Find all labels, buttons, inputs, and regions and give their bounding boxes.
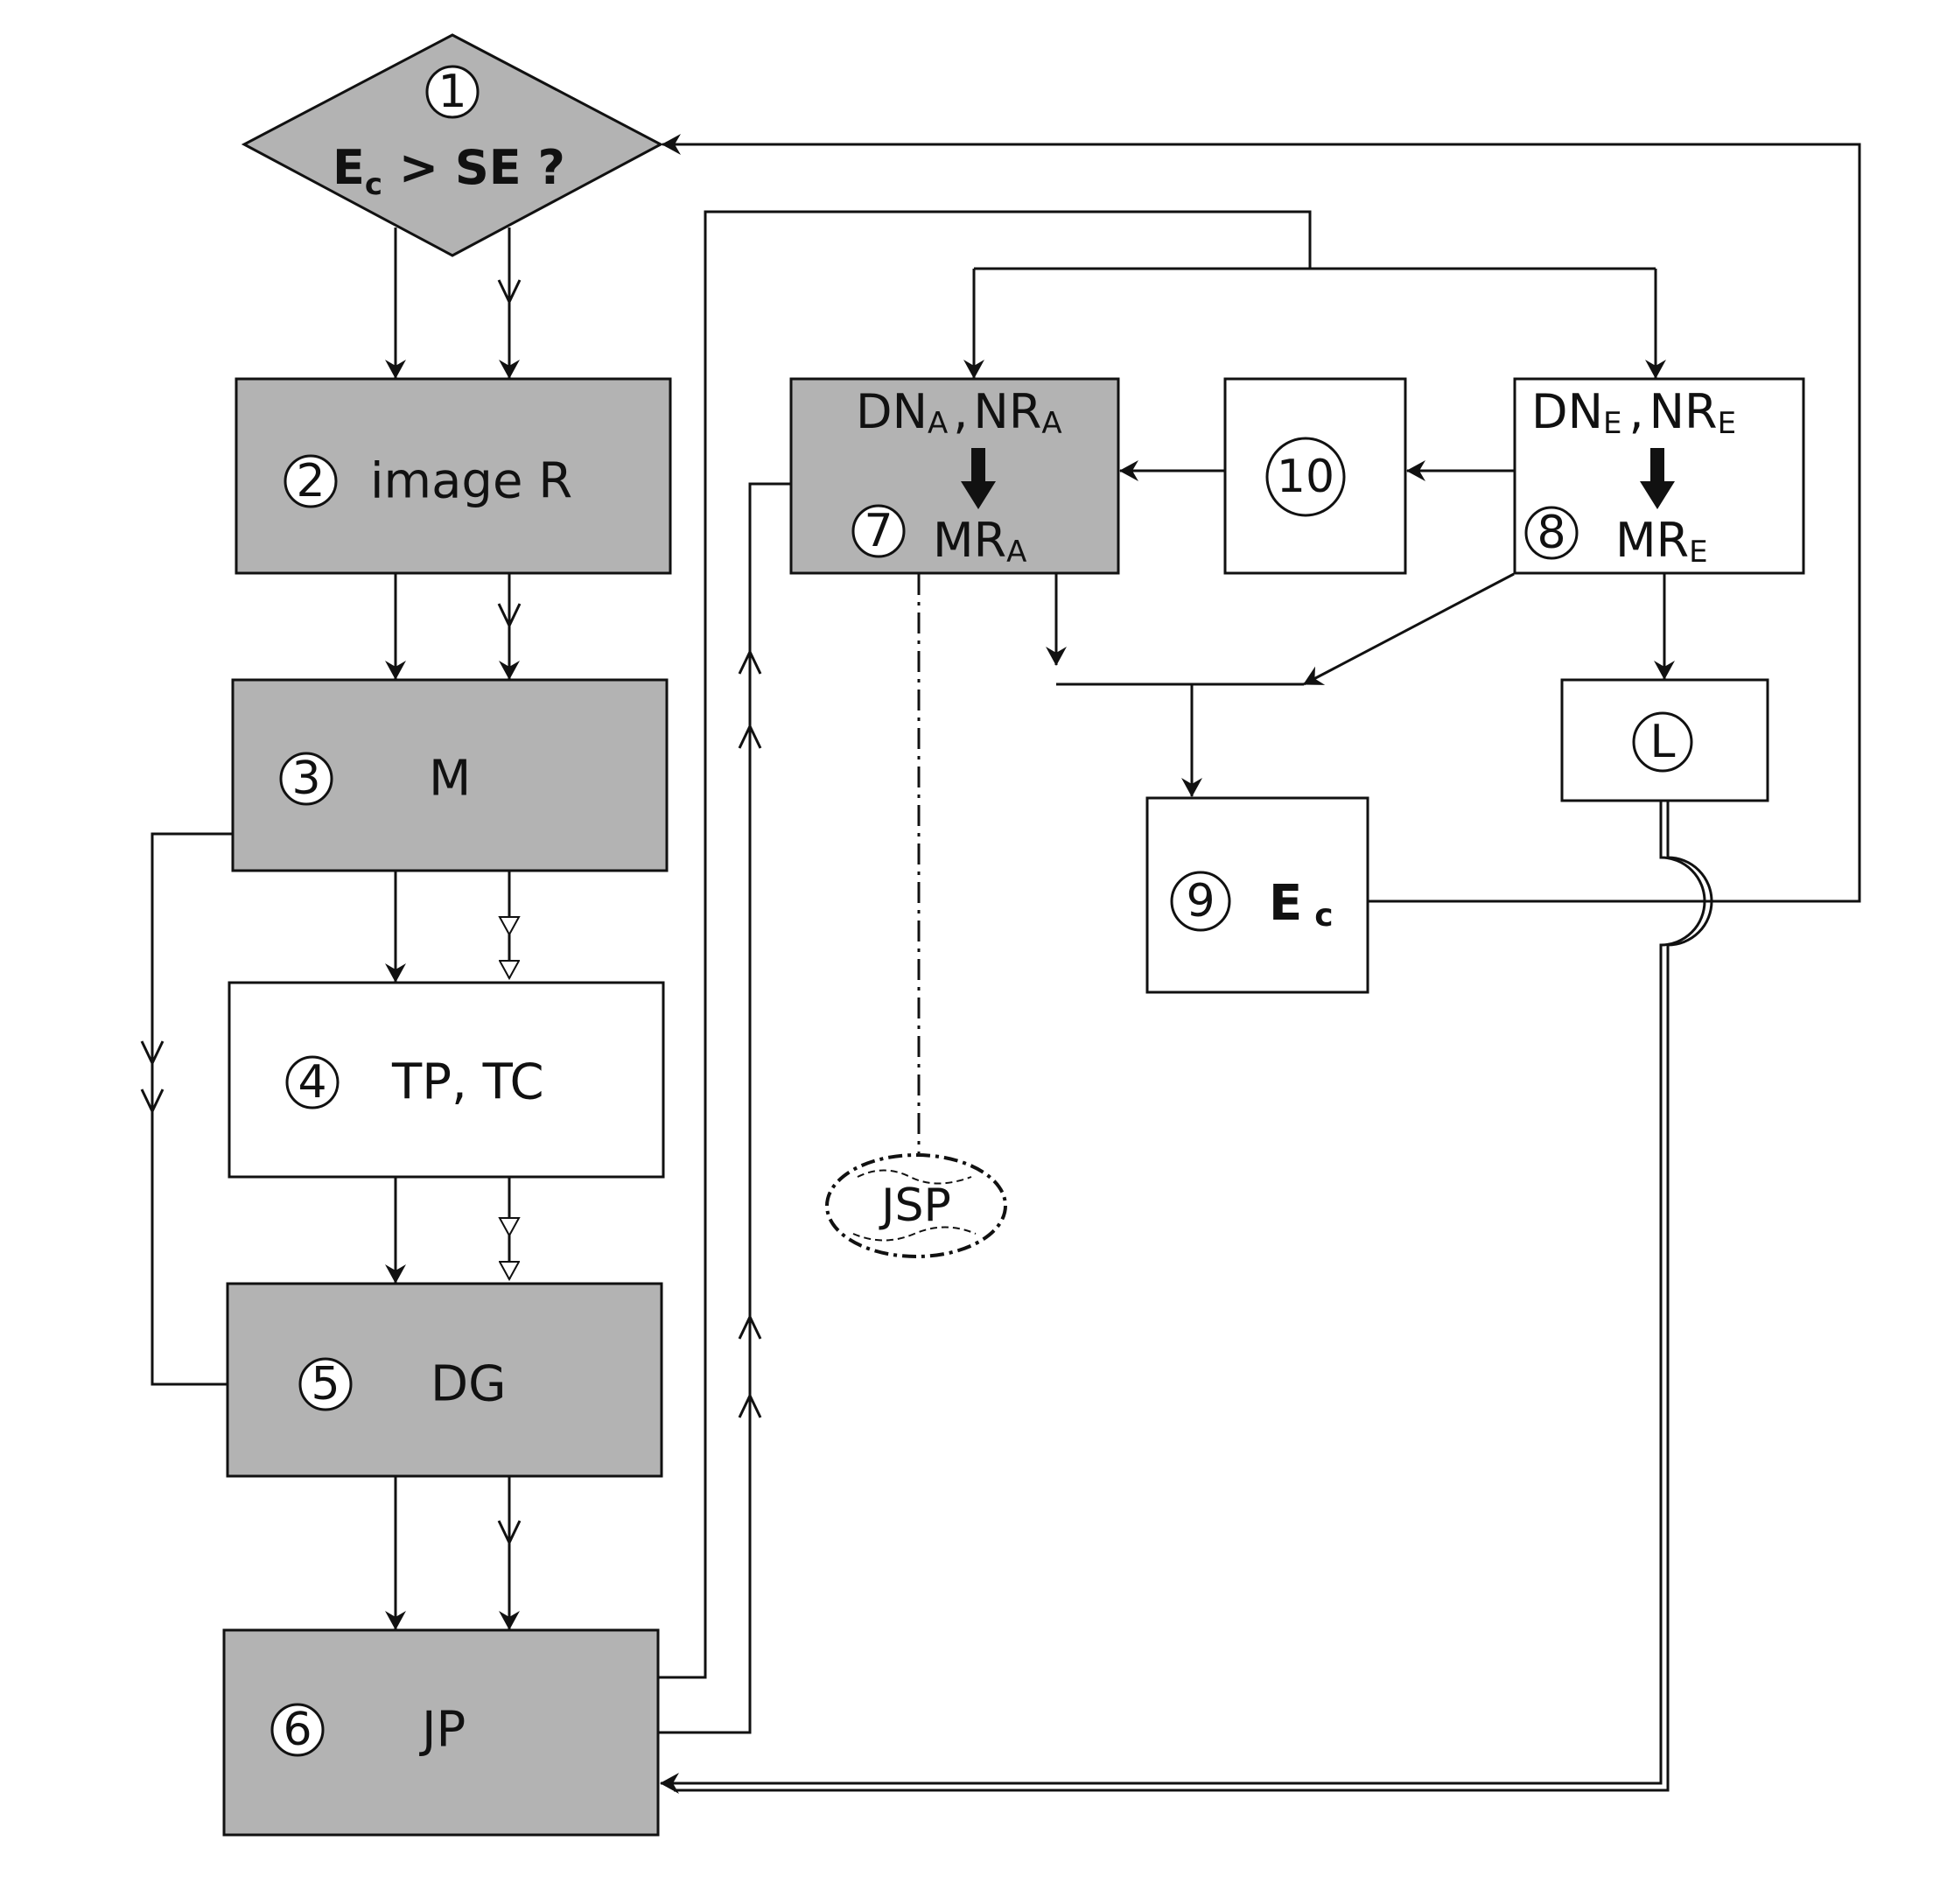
node-9-number: 9 — [1186, 875, 1215, 928]
process-node-8: DNE,NRE 8 MRE — [1515, 379, 1803, 573]
process-node-3: 3 M — [233, 680, 667, 871]
node-7-number: 7 — [864, 505, 893, 557]
connector-3-4-b-mid — [500, 917, 519, 934]
process-node-10: 10 — [1225, 379, 1405, 573]
node-2-number: 2 — [296, 455, 325, 508]
node-4-number: 4 — [298, 1056, 326, 1109]
process-node-L: L — [1562, 680, 1768, 801]
connector-3-5-bypass — [152, 834, 233, 1384]
node-8-number: 8 — [1537, 507, 1565, 559]
node-10-number: 10 — [1277, 451, 1334, 503]
process-node-2: 2 image R — [236, 379, 670, 573]
process-node-5: 5 DG — [228, 1284, 662, 1476]
connector-8-join — [1304, 574, 1514, 684]
connector-4-5-b-mid — [500, 1218, 519, 1236]
node-3-number: 3 — [291, 752, 320, 805]
process-node-9: 9 Ec — [1147, 798, 1368, 992]
process-node-6: 6 JP — [224, 1630, 658, 1835]
node-6-number: 6 — [283, 1704, 312, 1756]
node-6-label: JP — [419, 1702, 466, 1759]
node-3-label: M — [429, 751, 471, 808]
connector-6-7 — [659, 484, 791, 1732]
node-4-label: TP, TC — [391, 1054, 544, 1111]
node-5-label: DG — [431, 1356, 507, 1413]
node-7-dn-nr-label: DNA,NRA — [856, 384, 1062, 442]
node-1-number: 1 — [438, 66, 466, 118]
process-node-7: DNA,NRA 7 MRA — [791, 379, 1118, 573]
process-node-4: 4 TP, TC — [229, 983, 663, 1177]
node-5-number: 5 — [311, 1358, 340, 1410]
jsp-label: JSP — [879, 1180, 951, 1232]
node-2-label: image R — [370, 453, 572, 510]
decision-node-1: 1 Ec > SE ? — [244, 35, 661, 256]
node-L-label: L — [1650, 716, 1676, 768]
jsp-node: JSP — [827, 1155, 1005, 1256]
node-8-dn-nr-label: DNE,NRE — [1531, 384, 1736, 442]
